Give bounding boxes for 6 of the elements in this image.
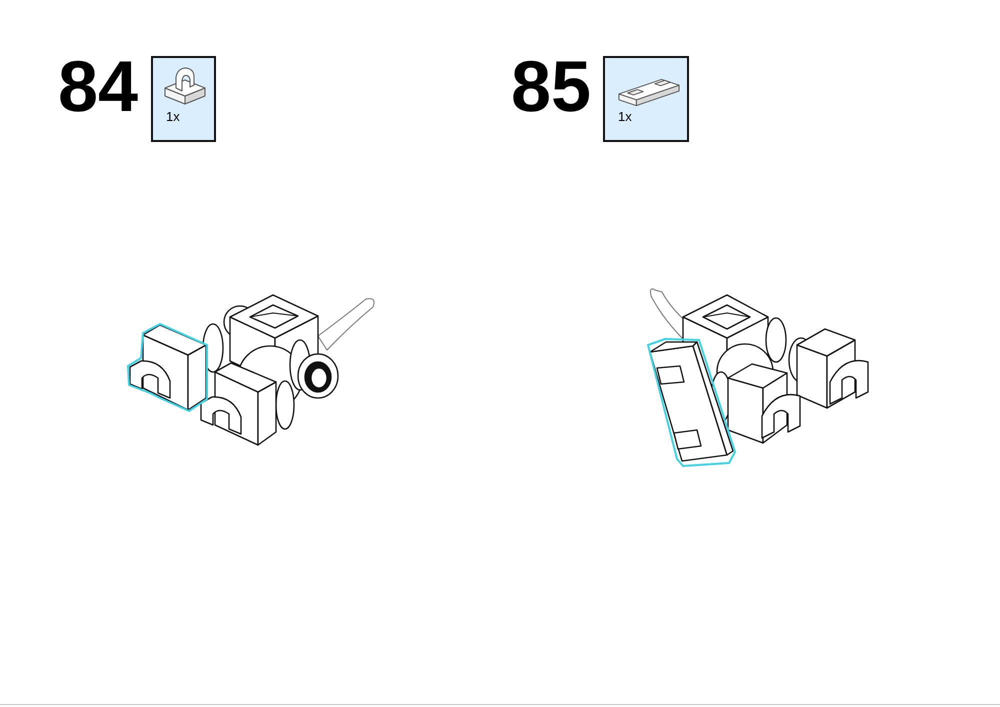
parts-callout-box: [603, 56, 689, 142]
quantity-label: 1x: [166, 109, 180, 124]
step-number: 85: [511, 51, 592, 123]
quantity-label: 1x: [618, 109, 632, 124]
step-number: 84: [58, 51, 138, 123]
parts-callout-box: [151, 56, 216, 142]
